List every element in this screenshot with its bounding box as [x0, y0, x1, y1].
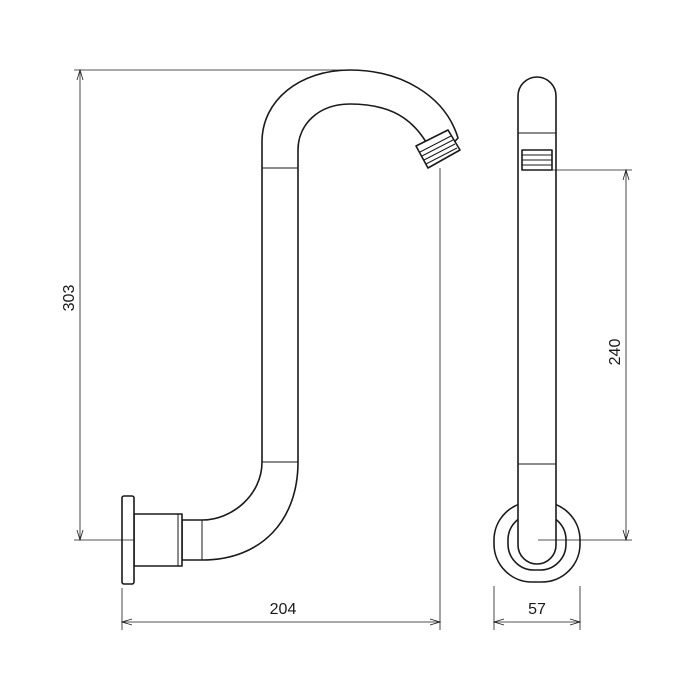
dim-side-height: 240 — [607, 339, 624, 366]
side-view — [493, 76, 581, 583]
dim-side-width: 57 — [528, 601, 546, 618]
side-tube — [517, 76, 557, 565]
spout-tube-outline — [181, 69, 459, 561]
nozzle-thread — [415, 129, 461, 169]
coupling-nut — [133, 513, 183, 567]
front-view — [121, 69, 461, 585]
dim-overall-width: 204 — [270, 601, 297, 618]
dim-overall-height: 303 — [61, 285, 78, 312]
side-nozzle-thread — [521, 149, 553, 171]
dimension-lines — [74, 68, 632, 630]
